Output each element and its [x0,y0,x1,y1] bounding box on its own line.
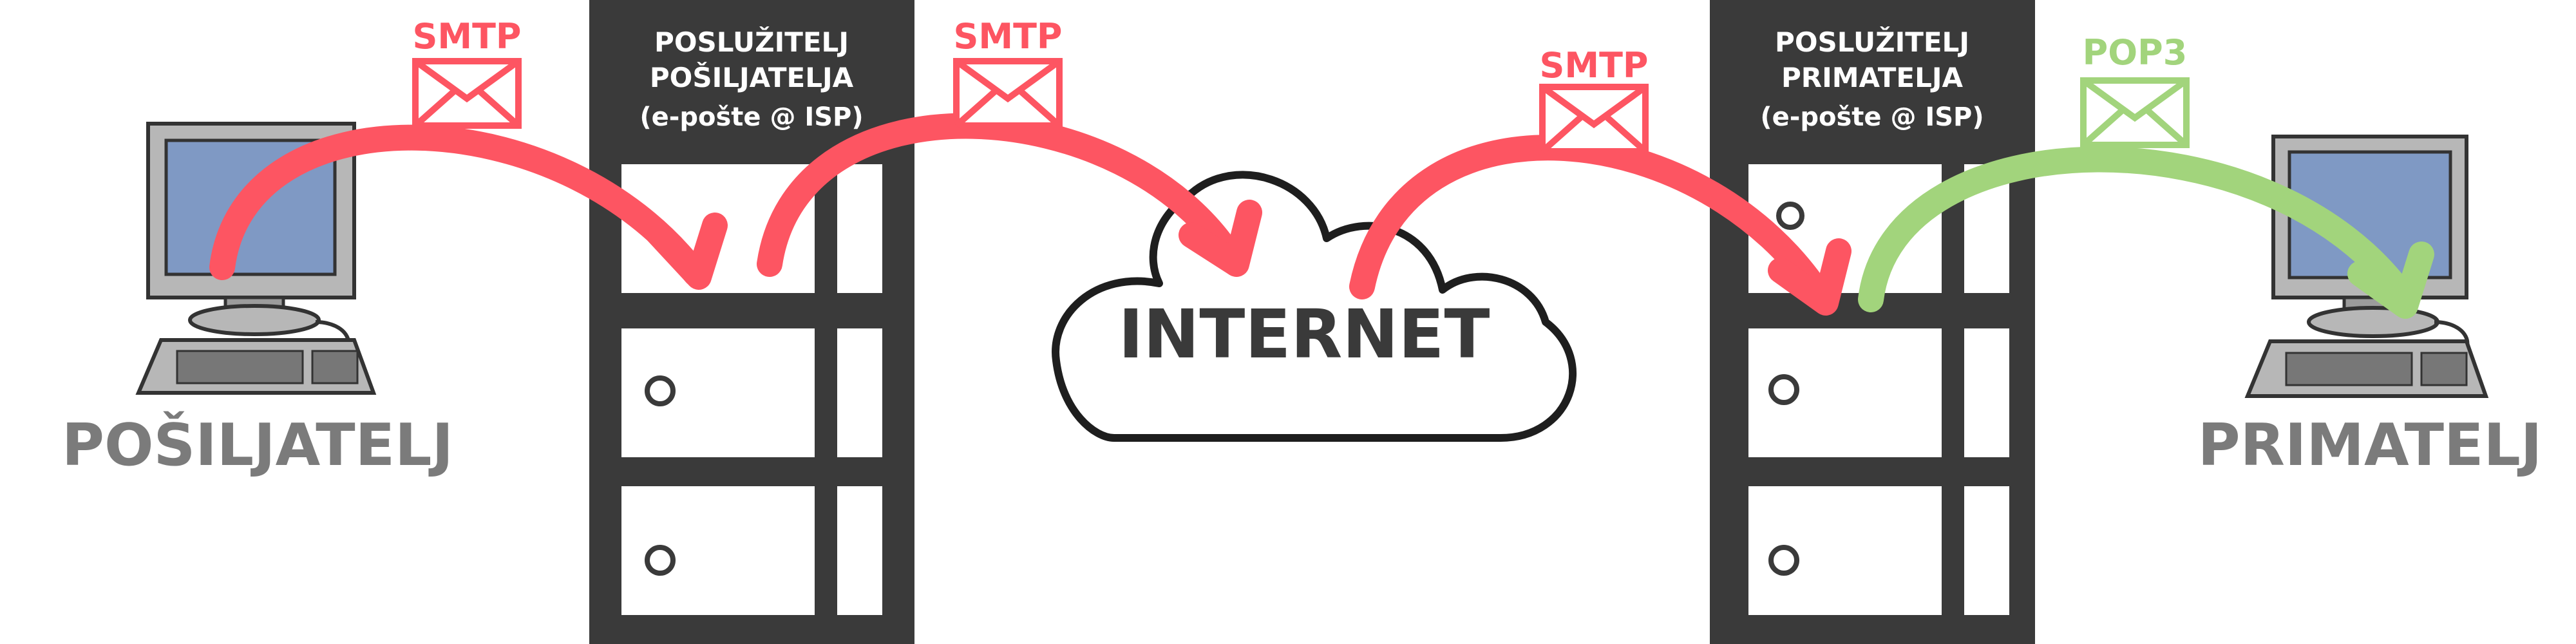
recipient-server-title-line2: PRIMATELJA [1781,62,1964,93]
internet-cloud: INTERNET [1052,171,1577,442]
pop3-arrow [1858,146,2434,319]
sender-server-title-line2: POŠILJATELJA [650,61,854,93]
recipient-label: PRIMATELJ [2198,412,2543,479]
internet-label: INTERNET [1119,295,1490,374]
smtp-label-2: SMTP [953,16,1062,57]
recipient-server-title-line1: POSLUŽITELJ [1775,26,1969,58]
sender-label: POŠILJATELJ [62,410,453,479]
smtp-label-1: SMTP [412,16,521,57]
envelope-icon [2083,80,2186,145]
pop3-label: POP3 [2083,32,2188,73]
envelope-icon [956,61,1059,126]
smtp-arrow-1 [209,124,728,290]
sender-computer-icon [135,122,377,395]
sender-server-title-line3: (e-pošte @ ISP) [639,102,863,132]
sender-server-title-line1: POSLUŽITELJ [654,26,849,58]
envelope-icon [1542,87,1645,151]
recipient-server: POSLUŽITELJ PRIMATELJA (e-pošte @ ISP) [1710,0,2035,644]
sender-server: POSLUŽITELJ POŠILJATELJA (e-pošte @ ISP) [589,0,914,644]
smtp-label-3: SMTP [1539,45,1648,86]
recipient-server-title-line3: (e-pošte @ ISP) [1760,102,1984,132]
envelope-icon [415,61,518,126]
